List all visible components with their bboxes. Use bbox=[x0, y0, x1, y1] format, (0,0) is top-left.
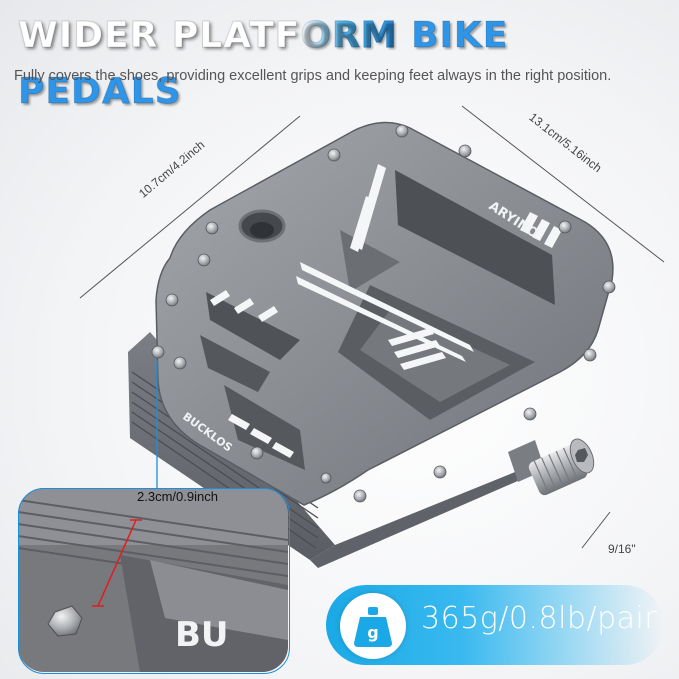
length-dimension-line bbox=[461, 105, 665, 263]
weight-value: 365g/0.8lb/pair bbox=[421, 601, 658, 636]
thickness-label: 2.3cm/0.9inch bbox=[137, 489, 218, 504]
width-dimension-line bbox=[79, 115, 301, 299]
weight-icon: g bbox=[354, 607, 392, 647]
zoom-inset bbox=[18, 488, 290, 674]
thread-dimension-line bbox=[581, 511, 611, 549]
subtitle: Fully covers the shoes, providing excell… bbox=[14, 68, 612, 84]
title-part-2: ORM bbox=[300, 15, 398, 57]
weight-badge: g 365g/0.8lb/pair bbox=[326, 585, 664, 665]
weight-icon-text: g bbox=[367, 623, 378, 642]
weight-icon-circle: g bbox=[340, 593, 406, 659]
title-part-1: WIDER PLATF bbox=[17, 15, 301, 57]
title-part-3: BIKE PEDALS bbox=[17, 15, 509, 113]
thread-label: 9/16" bbox=[608, 542, 636, 556]
page-title: WIDER PLATFORM BIKE PEDALS bbox=[17, 8, 679, 120]
zoom-brand: BU bbox=[175, 615, 229, 655]
